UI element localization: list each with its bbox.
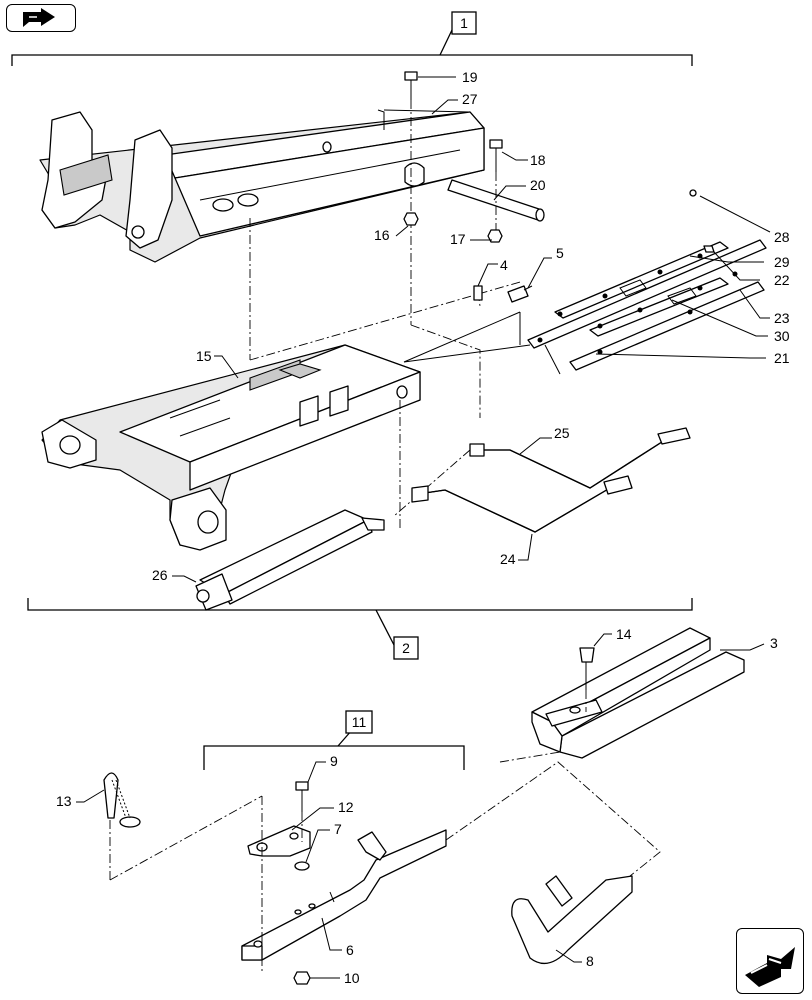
- callout-12: 12: [338, 799, 354, 815]
- group-label-1: 1: [460, 15, 468, 31]
- back-button[interactable]: [6, 4, 76, 32]
- hook-plate: [247, 825, 311, 857]
- return-arrow-icon: [23, 8, 55, 27]
- bolt: [295, 781, 309, 842]
- callout-24: 24: [500, 551, 516, 567]
- callout-9: 9: [330, 753, 338, 769]
- hydraulic-hose: [393, 427, 691, 517]
- callout-10: 10: [344, 970, 360, 986]
- callout-numbers: 19 27 18 20 16 17 28 29 22 4 5 23 30 21 …: [56, 69, 790, 986]
- leader-lines: [76, 76, 771, 979]
- group-label-2: 2: [402, 640, 410, 656]
- callout-20: 20: [530, 177, 546, 193]
- bolt: [507, 285, 533, 303]
- callout-13: 13: [56, 793, 72, 809]
- hydraulic-cylinder: [195, 509, 385, 611]
- callout-14: 14: [616, 626, 632, 642]
- callout-29: 29: [774, 254, 790, 270]
- drawbar: [241, 829, 447, 961]
- callout-17: 17: [450, 231, 466, 247]
- assembly-lines: [109, 751, 661, 972]
- bolt: [489, 139, 503, 232]
- group-bracket-cylinder: 2: [27, 598, 693, 660]
- nut: [487, 229, 503, 243]
- group-bracket-top: 1: [11, 11, 693, 66]
- washer: [294, 861, 310, 871]
- callout-21: 21: [774, 350, 790, 366]
- callout-25: 25: [554, 425, 570, 441]
- callout-16: 16: [374, 227, 390, 243]
- callout-22: 22: [774, 272, 790, 288]
- bolt: [404, 71, 418, 325]
- callout-15: 15: [196, 348, 212, 364]
- group-label-box: [393, 636, 419, 660]
- hydraulic-hose: [411, 475, 633, 533]
- callout-19: 19: [462, 69, 478, 85]
- callout-28: 28: [774, 229, 790, 245]
- callout-5: 5: [556, 245, 564, 261]
- group-bracket-hook: 11: [203, 710, 465, 770]
- next-page-button[interactable]: [736, 928, 804, 994]
- callout-3: 3: [770, 635, 778, 651]
- callout-23: 23: [774, 310, 790, 326]
- guide-frame: [39, 109, 485, 263]
- callout-4: 4: [500, 257, 508, 273]
- nut: [403, 212, 419, 226]
- callout-8: 8: [586, 953, 594, 969]
- nut: [293, 971, 311, 985]
- group-label-11: 11: [352, 714, 367, 730]
- slide-plate: [41, 344, 421, 551]
- callout-6: 6: [346, 942, 354, 958]
- bolt: [473, 285, 483, 301]
- wear-strips: [527, 189, 767, 371]
- next-page-arrow-icon: [745, 947, 795, 987]
- drawbar-guide: [531, 627, 745, 759]
- linch-pin: [103, 772, 141, 880]
- tow-hook: [511, 875, 633, 965]
- callout-7: 7: [334, 821, 342, 837]
- callout-26: 26: [152, 567, 168, 583]
- group-label-box: [345, 710, 373, 734]
- pin: [447, 179, 545, 222]
- group-label-box: [451, 11, 477, 35]
- callout-18: 18: [530, 152, 546, 168]
- callout-27: 27: [462, 91, 478, 107]
- callout-30: 30: [774, 328, 790, 344]
